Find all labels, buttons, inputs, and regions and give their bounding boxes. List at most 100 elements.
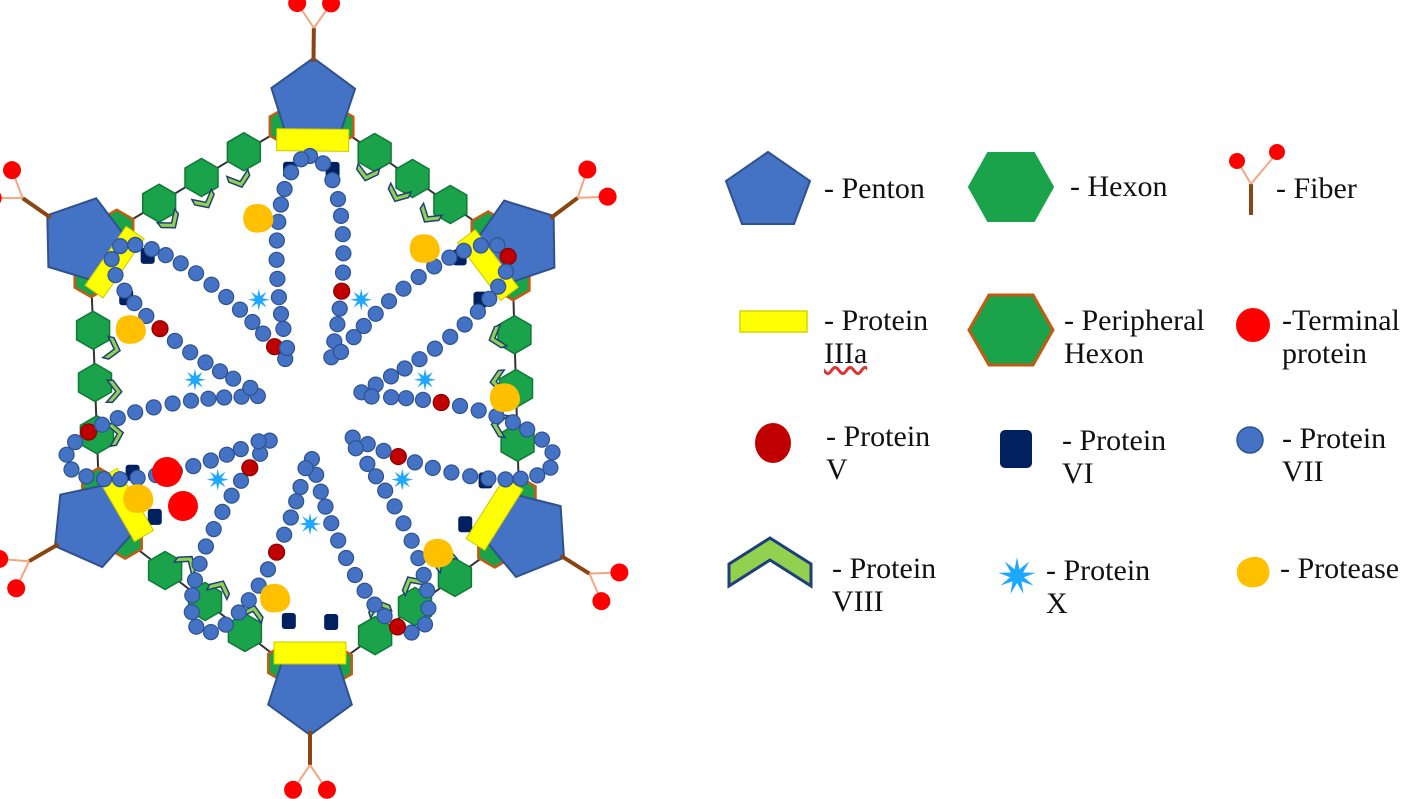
protein-vii-bead (255, 325, 272, 342)
hexon (75, 310, 111, 351)
protein-vii-bead (395, 280, 412, 297)
protein-vii-bead (225, 370, 242, 387)
fiber-knob (0, 192, 2, 204)
protein-vii-bead (272, 305, 290, 323)
protein-vii-bead (426, 340, 443, 357)
protein-vii-bead (497, 263, 514, 280)
protein-vii-bead (376, 607, 393, 625)
hexon (141, 183, 177, 224)
protein-vii-bead (329, 191, 347, 208)
protein-vii-bead (330, 532, 347, 549)
protease (260, 583, 291, 613)
protein-vii-bead (270, 289, 287, 306)
protein-vii-bead (472, 237, 489, 254)
protein-iiia (465, 476, 524, 552)
protein-vii-bead (338, 549, 355, 567)
protein-v (388, 618, 407, 636)
protein-vii-bead (395, 515, 412, 532)
fiber-stalk (28, 542, 60, 563)
protein-vii-bead (188, 265, 205, 282)
protein-vii-bead (145, 399, 162, 416)
fiber-label: - Fiber (1276, 172, 1357, 205)
protein-vii-bead (58, 446, 75, 463)
protein-vi (281, 612, 296, 629)
fiber-knob (610, 563, 629, 582)
protein-vii-bead (367, 305, 384, 322)
protein-v (241, 459, 259, 477)
protein-vii-bead (230, 604, 247, 621)
protein-vii-bead (519, 421, 536, 438)
protein-vii-bead (332, 207, 350, 224)
hexon-label: - Hexon (1070, 170, 1168, 203)
protein-vii-bead (481, 290, 498, 307)
protein-vii-bead (205, 520, 222, 538)
hexon-legend-icon (967, 152, 1055, 222)
protein-vii-bead (410, 268, 427, 286)
protein-vii-bead (293, 151, 310, 168)
protein-vii-bead (182, 344, 199, 361)
protein-vii-bead (184, 587, 201, 604)
protein-vii-bead (363, 388, 380, 405)
protease-label: - Protease (1280, 552, 1400, 585)
adenovirus-capsid-diagram (0, 0, 629, 799)
protein-vii-bead (232, 441, 249, 458)
penton (267, 654, 353, 737)
protein-vii-bead (232, 472, 250, 489)
protein-vii-bead (275, 320, 292, 337)
protein-vii-bead (323, 515, 340, 532)
fiber-knob (7, 579, 26, 598)
protein-vii-bead (331, 300, 348, 317)
protein-vii-bead (324, 172, 341, 189)
protein-vii-bead (356, 582, 373, 599)
protein-v (389, 448, 407, 466)
protein-vii-bead (200, 390, 217, 407)
terminal-protein-label: -Terminal protein (1282, 304, 1400, 370)
fiber-stalk (549, 196, 579, 220)
protein-vii-bead (202, 623, 219, 641)
protein-vii-bead (383, 389, 400, 406)
protein-vii-bead (109, 410, 126, 427)
hexon (433, 184, 468, 225)
protein-viii-label: - Protein VIII (832, 552, 937, 618)
protein-vii-bead (367, 468, 385, 485)
fiber-knob (598, 187, 617, 206)
protein-vii-bead (112, 238, 129, 255)
terminal-protein (152, 457, 182, 487)
protein-vii-bead (359, 455, 376, 472)
protein-vii-bead (456, 316, 473, 333)
protein-vii-bead (259, 561, 277, 578)
protein-vii-bead (182, 392, 200, 409)
protein-vii-bead (462, 468, 479, 485)
penton (270, 56, 357, 139)
dna-genome-loop (58, 147, 561, 641)
hexon (497, 314, 532, 355)
protein-vii-legend-icon (1236, 426, 1264, 454)
hexon (227, 612, 263, 653)
protein-vii-bead (143, 241, 160, 258)
protein-vii-bead (544, 444, 561, 461)
protein-vii-bead (334, 264, 352, 281)
protein-vii-bead (334, 226, 351, 243)
protein-vii-bead (355, 317, 372, 335)
protein-vii-bead (283, 164, 300, 181)
protein-vii-bead (78, 468, 95, 485)
protein-vii-bead (415, 566, 432, 584)
protein-vi (147, 508, 162, 525)
protease (409, 234, 440, 263)
protein-vii-bead (542, 459, 559, 476)
protein-vii-bead (443, 464, 460, 481)
protein-vii-bead (441, 249, 458, 266)
protein-vii-bead (288, 493, 305, 510)
protein-vii-bead (382, 368, 400, 385)
protein-vii-label: - Protein VII (1282, 422, 1387, 488)
protein-viii (205, 580, 231, 602)
protein-vii-bead (217, 616, 234, 633)
protein-v-label: - Protein V (826, 420, 931, 486)
protein-vii-bead (166, 332, 183, 349)
protein-vii-bead (414, 391, 432, 408)
protein-vii-bead (223, 487, 240, 504)
hexon (395, 158, 430, 199)
protein-vii-bead (269, 270, 286, 287)
fiber-knob (322, 0, 341, 13)
capsid-shell (0, 0, 629, 799)
